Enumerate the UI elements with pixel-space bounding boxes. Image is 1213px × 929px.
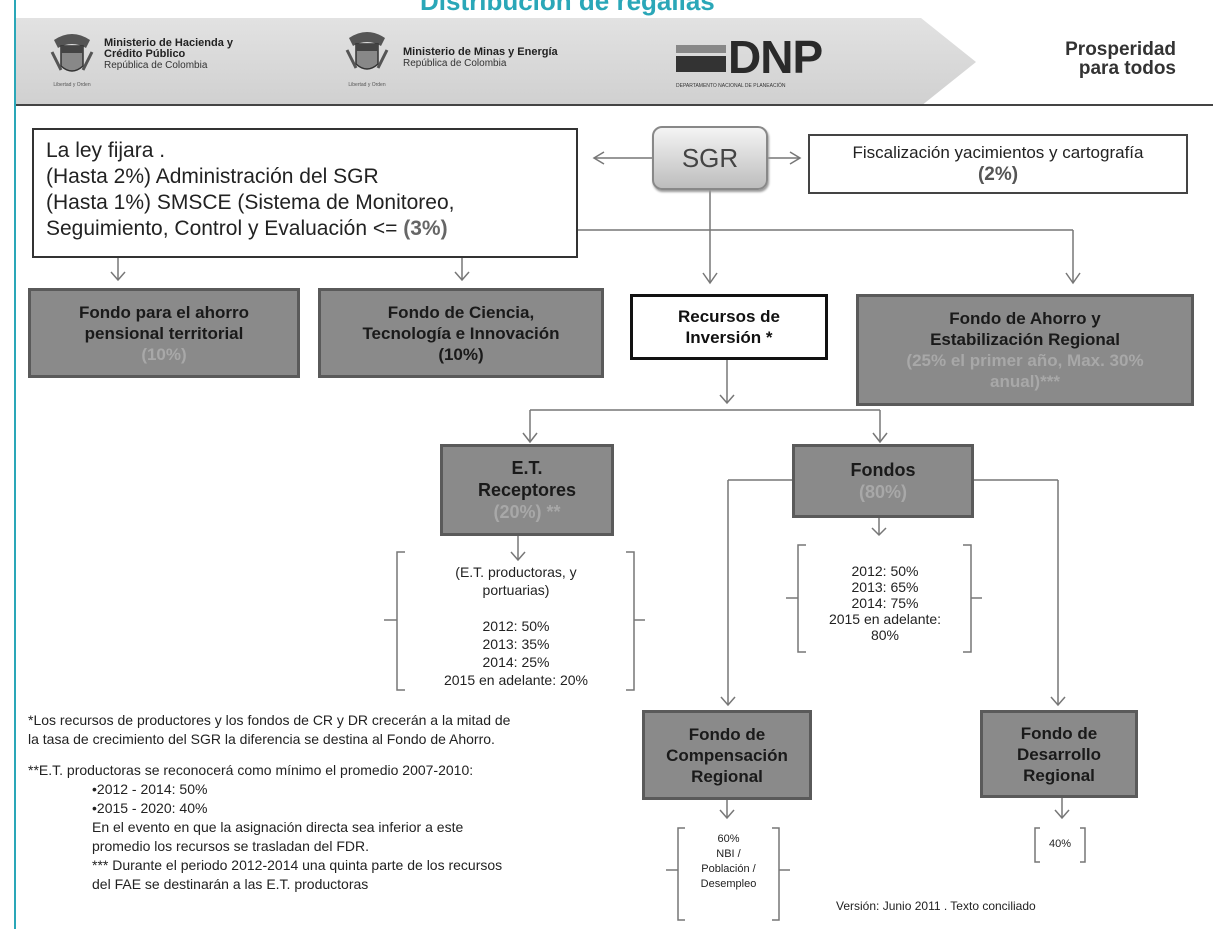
et-detail-line: 2015 en adelante: 20% [443,672,588,688]
ministerio-minas-name: Ministerio de Minas y Energía [403,46,558,58]
desarrollo-line-2: Desarrollo [1016,744,1102,764]
fiscalizacion-pct: (2%) [977,164,1019,185]
fondos-pct: (80%) [858,482,907,502]
fondo-ahorro-pct-1: (25% el primer año, Max. 30% [906,351,1144,370]
ley-line-2: (Hasta 2%) Administración del SGR [46,165,379,188]
cropped-title-text: Distribución de regalías [420,0,715,16]
coat-of-arms-icon: Libertad y Orden [50,34,94,88]
et-detail-line: 2012: 50% [482,618,550,634]
compensacion-detail: 60% NBI / Población / Desempleo [685,832,772,892]
fondos-detail: 2012: 50% 2013: 65% 2014: 75% 2015 en ad… [806,563,964,643]
fondo-ciencia-line-2: Tecnología e Innovación [362,323,560,343]
footnote-line: *Los recursos de productores y los fondo… [28,712,511,728]
et-receptores-box: E.T. Receptores (20%) ** [440,444,614,536]
slogan-line-2: para todos [1078,58,1176,79]
et-detail-spacer [405,599,627,617]
fondos-line-1: Fondos [850,460,916,480]
et-detail-line: 2014: 25% [482,654,550,670]
ministerio-minas-sub: República de Colombia [403,58,507,69]
dnp-sub: DEPARTAMENTO NACIONAL DE PLANEACIÓN [676,83,786,89]
ley-pct: (3%) [403,217,448,240]
ley-box: La ley fijara . (Hasta 2%) Administració… [32,128,578,258]
fondo-ahorro-box: Fondo de Ahorro y Estabilización Regiona… [856,294,1194,406]
fondo-pensional-box: Fondo para el ahorro pensional territori… [28,288,300,378]
desarrollo-line-3: Regional [1023,765,1095,785]
fondos-detail-line: 2014: 75% [851,595,919,611]
sgr-box: SGR [652,126,768,190]
fondos-box: Fondos (80%) [792,444,974,518]
et-line-2: Receptores [477,480,577,500]
svg-text:Libertad y Orden: Libertad y Orden [53,82,90,88]
dnp-logo-bar [676,56,726,72]
footnotes: *Los recursos de productores y los fondo… [28,711,510,894]
fiscalizacion-box: Fiscalización yacimientos y cartografía … [808,134,1188,194]
footnote-line: •2015 - 2020: 40% [92,800,208,816]
ley-line-4: Seguimiento, Control y Evaluación <= (3%… [46,216,564,242]
fondo-pensional-line-2: pensional territorial [84,323,244,343]
fondo-ahorro-line-1: Fondo de Ahorro y [949,309,1101,328]
footnote-line: del FAE se destinarán a las E.T. product… [92,876,369,892]
fondo-pensional-line-1: Fondo para el ahorro [78,302,250,322]
et-detail-line: (E.T. productoras, y [455,564,577,580]
sgr-label: SGR [681,142,739,173]
recursos-line-1: Recursos de [677,307,781,326]
ley-line-1: La ley fijara . [46,139,166,162]
footnote-line: promedio los recursos se trasladan del F… [92,838,370,854]
compensacion-detail-line: Desempleo [700,878,757,890]
dnp-logo-bar-light [676,45,726,53]
page-frame [14,0,1213,929]
compensacion-detail-line: NBI / [716,848,741,860]
recursos-line-2: Inversión * [685,328,773,347]
fondo-ahorro-pct-2: anual)*** [990,372,1060,391]
fiscalizacion-label: Fiscalización yacimientos y cartografía [852,143,1144,162]
svg-text:Libertad y Orden: Libertad y Orden [348,82,385,88]
compensacion-line-2: Compensación [666,745,788,765]
dnp-logo: DNP [728,31,823,83]
fondo-ahorro-line-2: Estabilización Regional [930,330,1120,349]
et-detail-line: 2013: 35% [482,636,550,652]
et-pct: (20%) ** [493,502,561,522]
et-detail: (E.T. productoras, y portuarias) 2012: 5… [405,563,627,689]
coat-of-arms-icon: Libertad y Orden [345,32,389,88]
recursos-inversion-box: Recursos de Inversión * [630,294,828,360]
footnote-line: •2012 - 2014: 50% [92,781,208,797]
footnote-line: En el evento en que la asignación direct… [92,819,464,835]
footnote-line: la tasa de crecimiento del SGR la difere… [28,731,495,747]
compensacion-detail-line: 60% [717,833,740,845]
compensacion-line-3: Regional [691,766,763,786]
ministerio-minas-label: Ministerio de Minas y Energía República … [403,46,558,70]
ministerio-hacienda-label: Ministerio de Hacienda y Crédito Público… [104,37,233,72]
header-banner [16,18,1213,106]
fondos-detail-line: 2012: 50% [851,563,919,579]
fondo-ciencia-pct: (10%) [438,344,484,364]
fondos-detail-line: 2015 en adelante: [828,611,942,627]
fondos-detail-line: 80% [870,627,900,643]
fondo-desarrollo-box: Fondo de Desarrollo Regional [980,710,1138,798]
desarrollo-line-1: Fondo de [1020,723,1098,743]
ministerio-hacienda-name-1: Ministerio de Hacienda y [104,37,233,49]
compensacion-line-1: Fondo de [688,724,766,744]
fondo-ciencia-line-1: Fondo de Ciencia, [387,302,535,322]
footnote-line: **E.T. productoras se reconocerá como mí… [28,762,474,778]
ministerio-hacienda-name-2: Crédito Público [104,48,186,60]
ministerio-hacienda-sub: República de Colombia [104,60,208,71]
desarrollo-detail: 40% [1048,838,1072,850]
fondo-compensacion-box: Fondo de Compensación Regional [642,710,812,800]
et-line-1: E.T. [511,458,543,478]
footnote-spacer [28,749,510,761]
fondo-pensional-pct: (10%) [141,344,187,364]
fondo-ciencia-box: Fondo de Ciencia, Tecnología e Innovació… [318,288,604,378]
cropped-title: Distribución de regalías [0,0,1213,18]
footnote-line: *** Durante el periodo 2012-2014 una qui… [92,857,503,873]
ley-line-3: (Hasta 1%) SMSCE (Sistema de Monitoreo, [46,191,455,214]
banner-background [16,18,1213,106]
slogan: Prosperidad para todos [1060,40,1176,78]
compensacion-detail-line: Población / [701,863,756,875]
fondos-detail-line: 2013: 65% [851,579,919,595]
slogan-line-1: Prosperidad [1065,39,1176,60]
ley-line-4-text: Seguimiento, Control y Evaluación <= [46,217,398,240]
et-detail-line: portuarias) [482,582,550,598]
version-note: Versión: Junio 2011 . Texto conciliado [836,899,1036,913]
